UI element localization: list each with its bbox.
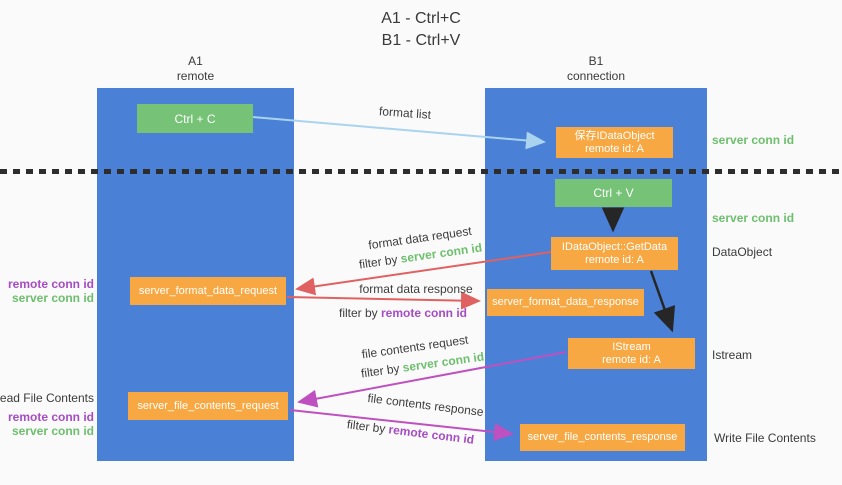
- lifeline-b1-name: B1: [588, 54, 604, 68]
- filter-remote-conn-id: remote conn id: [387, 422, 475, 447]
- label-file-contents-response: file contents response: [366, 390, 485, 420]
- filter-prefix: filter by: [360, 360, 404, 381]
- node-istream-line1: IStream: [612, 340, 651, 353]
- node-server-file-contents-response-label: server_file_contents_response: [527, 431, 678, 443]
- label-istream: Istream: [712, 348, 753, 362]
- title-line-a1: A1 - Ctrl+C: [381, 10, 461, 27]
- node-server-format-data-request: server_format_data_request: [130, 277, 286, 305]
- node-server-file-contents-request-label: server_file_contents_request: [137, 399, 279, 412]
- filter-prefix: filter by: [338, 306, 381, 320]
- machine-boundary-dotted-line: [0, 169, 842, 174]
- node-getdata-line2: remote id: A: [585, 253, 644, 266]
- node-save-dataobject: 保存IDataObject remote id: A: [556, 127, 673, 158]
- label-format-list: format list: [378, 104, 432, 122]
- label-format-data-response-filter: filter by remote conn id: [338, 306, 468, 320]
- lifeline-a1-name: A1: [188, 54, 203, 68]
- filter-remote-conn-id: remote conn id: [381, 306, 468, 320]
- title-line-b1: B1 - Ctrl+V: [381, 32, 461, 49]
- node-ctrl-v: Ctrl + V: [555, 179, 672, 207]
- node-save-dataobject-line1: 保存IDataObject: [574, 129, 655, 142]
- lifeline-header-a1: A1 remote: [97, 54, 294, 84]
- lifeline-header-b1: B1 connection: [485, 54, 707, 84]
- label-dataobject: DataObject: [712, 245, 773, 259]
- label-file-contents-response-filter: filter by remote conn id: [343, 417, 479, 447]
- node-server-format-data-request-label: server_format_data_request: [138, 284, 278, 297]
- node-save-dataobject-line2: remote id: A: [585, 142, 644, 155]
- filter-prefix: filter by: [346, 417, 390, 437]
- label-read-file-contents: Read File Contents: [0, 391, 94, 405]
- node-istream: IStream remote id: A: [568, 338, 695, 369]
- node-ctrl-v-label: Ctrl + V: [593, 186, 634, 200]
- node-server-format-data-response: server_format_data_response: [487, 289, 644, 316]
- node-ctrl-c: Ctrl + C: [137, 104, 253, 133]
- lifeline-b1-role: connection: [566, 69, 626, 83]
- label-left-bottom-conn-ids: remote conn id server conn id: [8, 410, 94, 438]
- node-getdata-line1: IDataObject::GetData: [561, 240, 668, 253]
- node-server-format-data-response-label: server_format_data_response: [492, 296, 639, 308]
- node-server-file-contents-response: server_file_contents_response: [520, 424, 685, 451]
- label-remote-conn-id: remote conn id: [7, 410, 94, 424]
- lifeline-a1-role: remote: [176, 69, 215, 83]
- label-left-mid-conn-ids: remote conn id server conn id: [8, 277, 94, 305]
- node-istream-line2: remote id: A: [602, 353, 661, 366]
- label-server-conn-id: server conn id: [11, 424, 94, 438]
- label-remote-conn-id: remote conn id: [7, 277, 94, 291]
- filter-prefix: filter by: [358, 251, 402, 272]
- node-server-file-contents-request: server_file_contents_request: [128, 392, 288, 420]
- label-server-conn-id-top: server conn id: [712, 133, 795, 147]
- label-server-conn-id: server conn id: [11, 291, 94, 305]
- node-ctrl-c-label: Ctrl + C: [174, 111, 216, 126]
- label-format-data-response: format data response: [359, 282, 473, 296]
- arrow-format-data-response: [286, 291, 481, 310]
- label-write-file-contents: Write File Contents: [714, 431, 816, 445]
- diagram-title: A1 - Ctrl+C B1 - Ctrl+V: [0, 8, 842, 52]
- node-getdata: IDataObject::GetData remote id: A: [551, 237, 678, 270]
- label-server-conn-id-mid: server conn id: [712, 211, 795, 225]
